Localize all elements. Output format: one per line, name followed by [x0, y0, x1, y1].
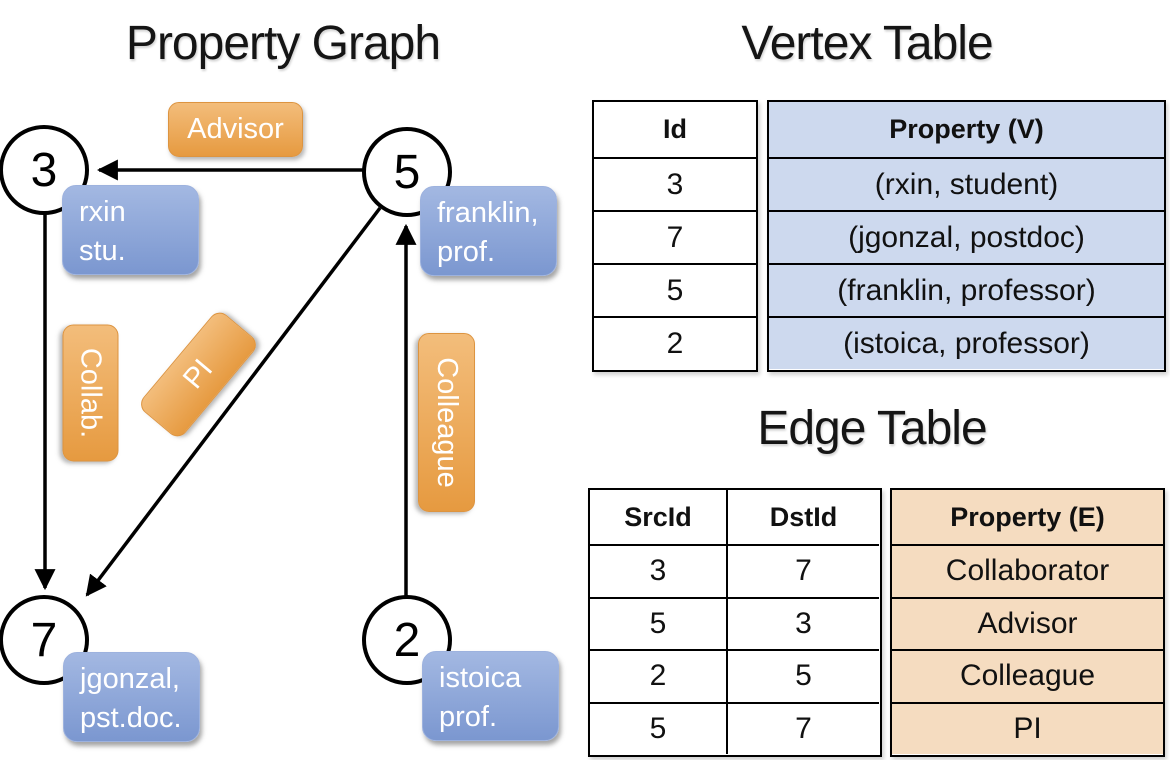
- vertex-property-line: stu.: [79, 235, 126, 267]
- edge-label-pi: PI: [136, 308, 261, 441]
- vertex-table-property-column: Property (V) (rxin, student) (jgonzal, p…: [767, 100, 1166, 372]
- edge-table-header-srcid: SrcId: [624, 501, 692, 532]
- edge-table-src-cell: 5: [590, 701, 726, 755]
- edge-table-id-columns: SrcId DstId 3 7 5 3 2 5 5 7: [588, 488, 882, 757]
- vertex-table-property-cell: (istoica, professor): [769, 316, 1164, 369]
- vertex-property-line: istoica: [439, 662, 522, 694]
- vertex-property-line: pst.doc.: [80, 702, 182, 734]
- vertex-table-title: Vertex Table: [741, 17, 993, 70]
- vertex-property-box-rxin: rxin stu.: [62, 185, 199, 275]
- edge-table-src-cell: 5: [590, 596, 726, 650]
- vertex-property-box-istoica: istoica prof.: [422, 651, 559, 741]
- vertex-table-id-cell: 5: [594, 263, 756, 316]
- vertex-property-line: rxin: [79, 196, 126, 228]
- vertex-property-line: franklin,: [437, 197, 539, 229]
- edge-table-property-cell: Collaborator: [892, 544, 1163, 597]
- edge-table-src-cell: 3: [590, 544, 726, 597]
- vertex-property-line: prof.: [439, 701, 498, 733]
- edge-table-src-cell: 2: [590, 649, 726, 702]
- vertex-table-header-property: Property (V): [769, 102, 1164, 157]
- edge-table-title: Edge Table: [757, 402, 987, 455]
- vertex-table-property-cell: (rxin, student): [769, 157, 1164, 210]
- vertex-table-property-cell: (franklin, professor): [769, 263, 1164, 316]
- graph-node-3: 3: [0, 125, 89, 215]
- vertex-table-property-cell: (jgonzal, postdoc): [769, 210, 1164, 263]
- edge-label-colleague: Colleague: [418, 333, 475, 512]
- edge-table-property-column: Property (E) Collaborator Advisor Collea…: [890, 488, 1165, 757]
- vertex-property-box-jgonzal: jgonzal, pst.doc.: [63, 652, 200, 742]
- edge-table-property-cell: Colleague: [892, 649, 1163, 702]
- graph-node-5: 5: [362, 127, 452, 217]
- vertex-property-box-franklin: franklin, prof.: [420, 186, 557, 276]
- edge-table-property-cell: PI: [892, 701, 1163, 754]
- vertex-table-id-cell: 7: [594, 210, 756, 263]
- edge-table-property-cell: Advisor: [892, 596, 1163, 649]
- edge-table-dst-cell: 5: [726, 649, 879, 702]
- edge-table-header-dstid: DstId: [726, 490, 879, 544]
- vertex-table-header-id: Id: [663, 114, 687, 144]
- vertex-table-id-cell: 3: [594, 157, 756, 210]
- vertex-property-line: jgonzal,: [80, 663, 180, 695]
- edge-table-dst-cell: 7: [726, 701, 879, 754]
- edge-label-advisor: Advisor: [168, 102, 303, 157]
- edge-table-dst-cell: 7: [726, 544, 879, 597]
- vertex-table-id-cell: 2: [594, 316, 756, 369]
- edge-table-header-property: Property (E): [892, 490, 1163, 544]
- edge-table-dst-cell: 3: [726, 596, 879, 649]
- vertex-table-id-column: Id 3 7 5 2: [592, 100, 758, 372]
- property-graph-title: Property Graph: [125, 17, 441, 70]
- vertex-property-line: prof.: [437, 236, 496, 268]
- edge-label-collab: Collab.: [62, 324, 119, 462]
